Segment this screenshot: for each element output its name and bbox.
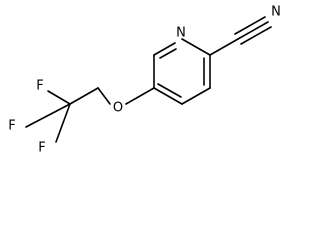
ring-nitrogen-label: N: [176, 26, 186, 41]
bond-c4-c5-inner: [157, 83, 182, 98]
bond-cf3-f-top: [47, 90, 71, 105]
fluorine-bottom-label: F: [38, 141, 45, 156]
bond-cf3-f-bottom: [55, 103, 71, 143]
structure-canvas: N N O F F F: [8, 4, 281, 156]
bond-ch2-cf3: [69, 87, 99, 105]
bond-triple-1: [237, 21, 269, 40]
bond-c6-ring-n: [153, 42, 176, 56]
bond-triple-3: [240, 26, 272, 45]
bond-cf3-f-left: [25, 103, 71, 128]
bond-c2-cn: [209, 38, 239, 56]
fluorine-left-label: F: [8, 119, 15, 134]
bond-triple-2: [234, 16, 266, 35]
bond-c4-c5: [153, 87, 183, 105]
bond-c3-c4: [181, 87, 211, 105]
bond-ring-n-c2: [181, 38, 211, 56]
bond-c6-ring-n-inner: [159, 48, 177, 59]
bond-c5-o: [125, 87, 155, 105]
nitrile-nitrogen-label: N: [271, 5, 281, 20]
molecule-structure: N N O F F F: [8, 5, 281, 156]
bond-o-ch2: [97, 87, 111, 105]
ether-oxygen-label: O: [113, 101, 123, 116]
fluorine-top-label: F: [36, 79, 43, 94]
